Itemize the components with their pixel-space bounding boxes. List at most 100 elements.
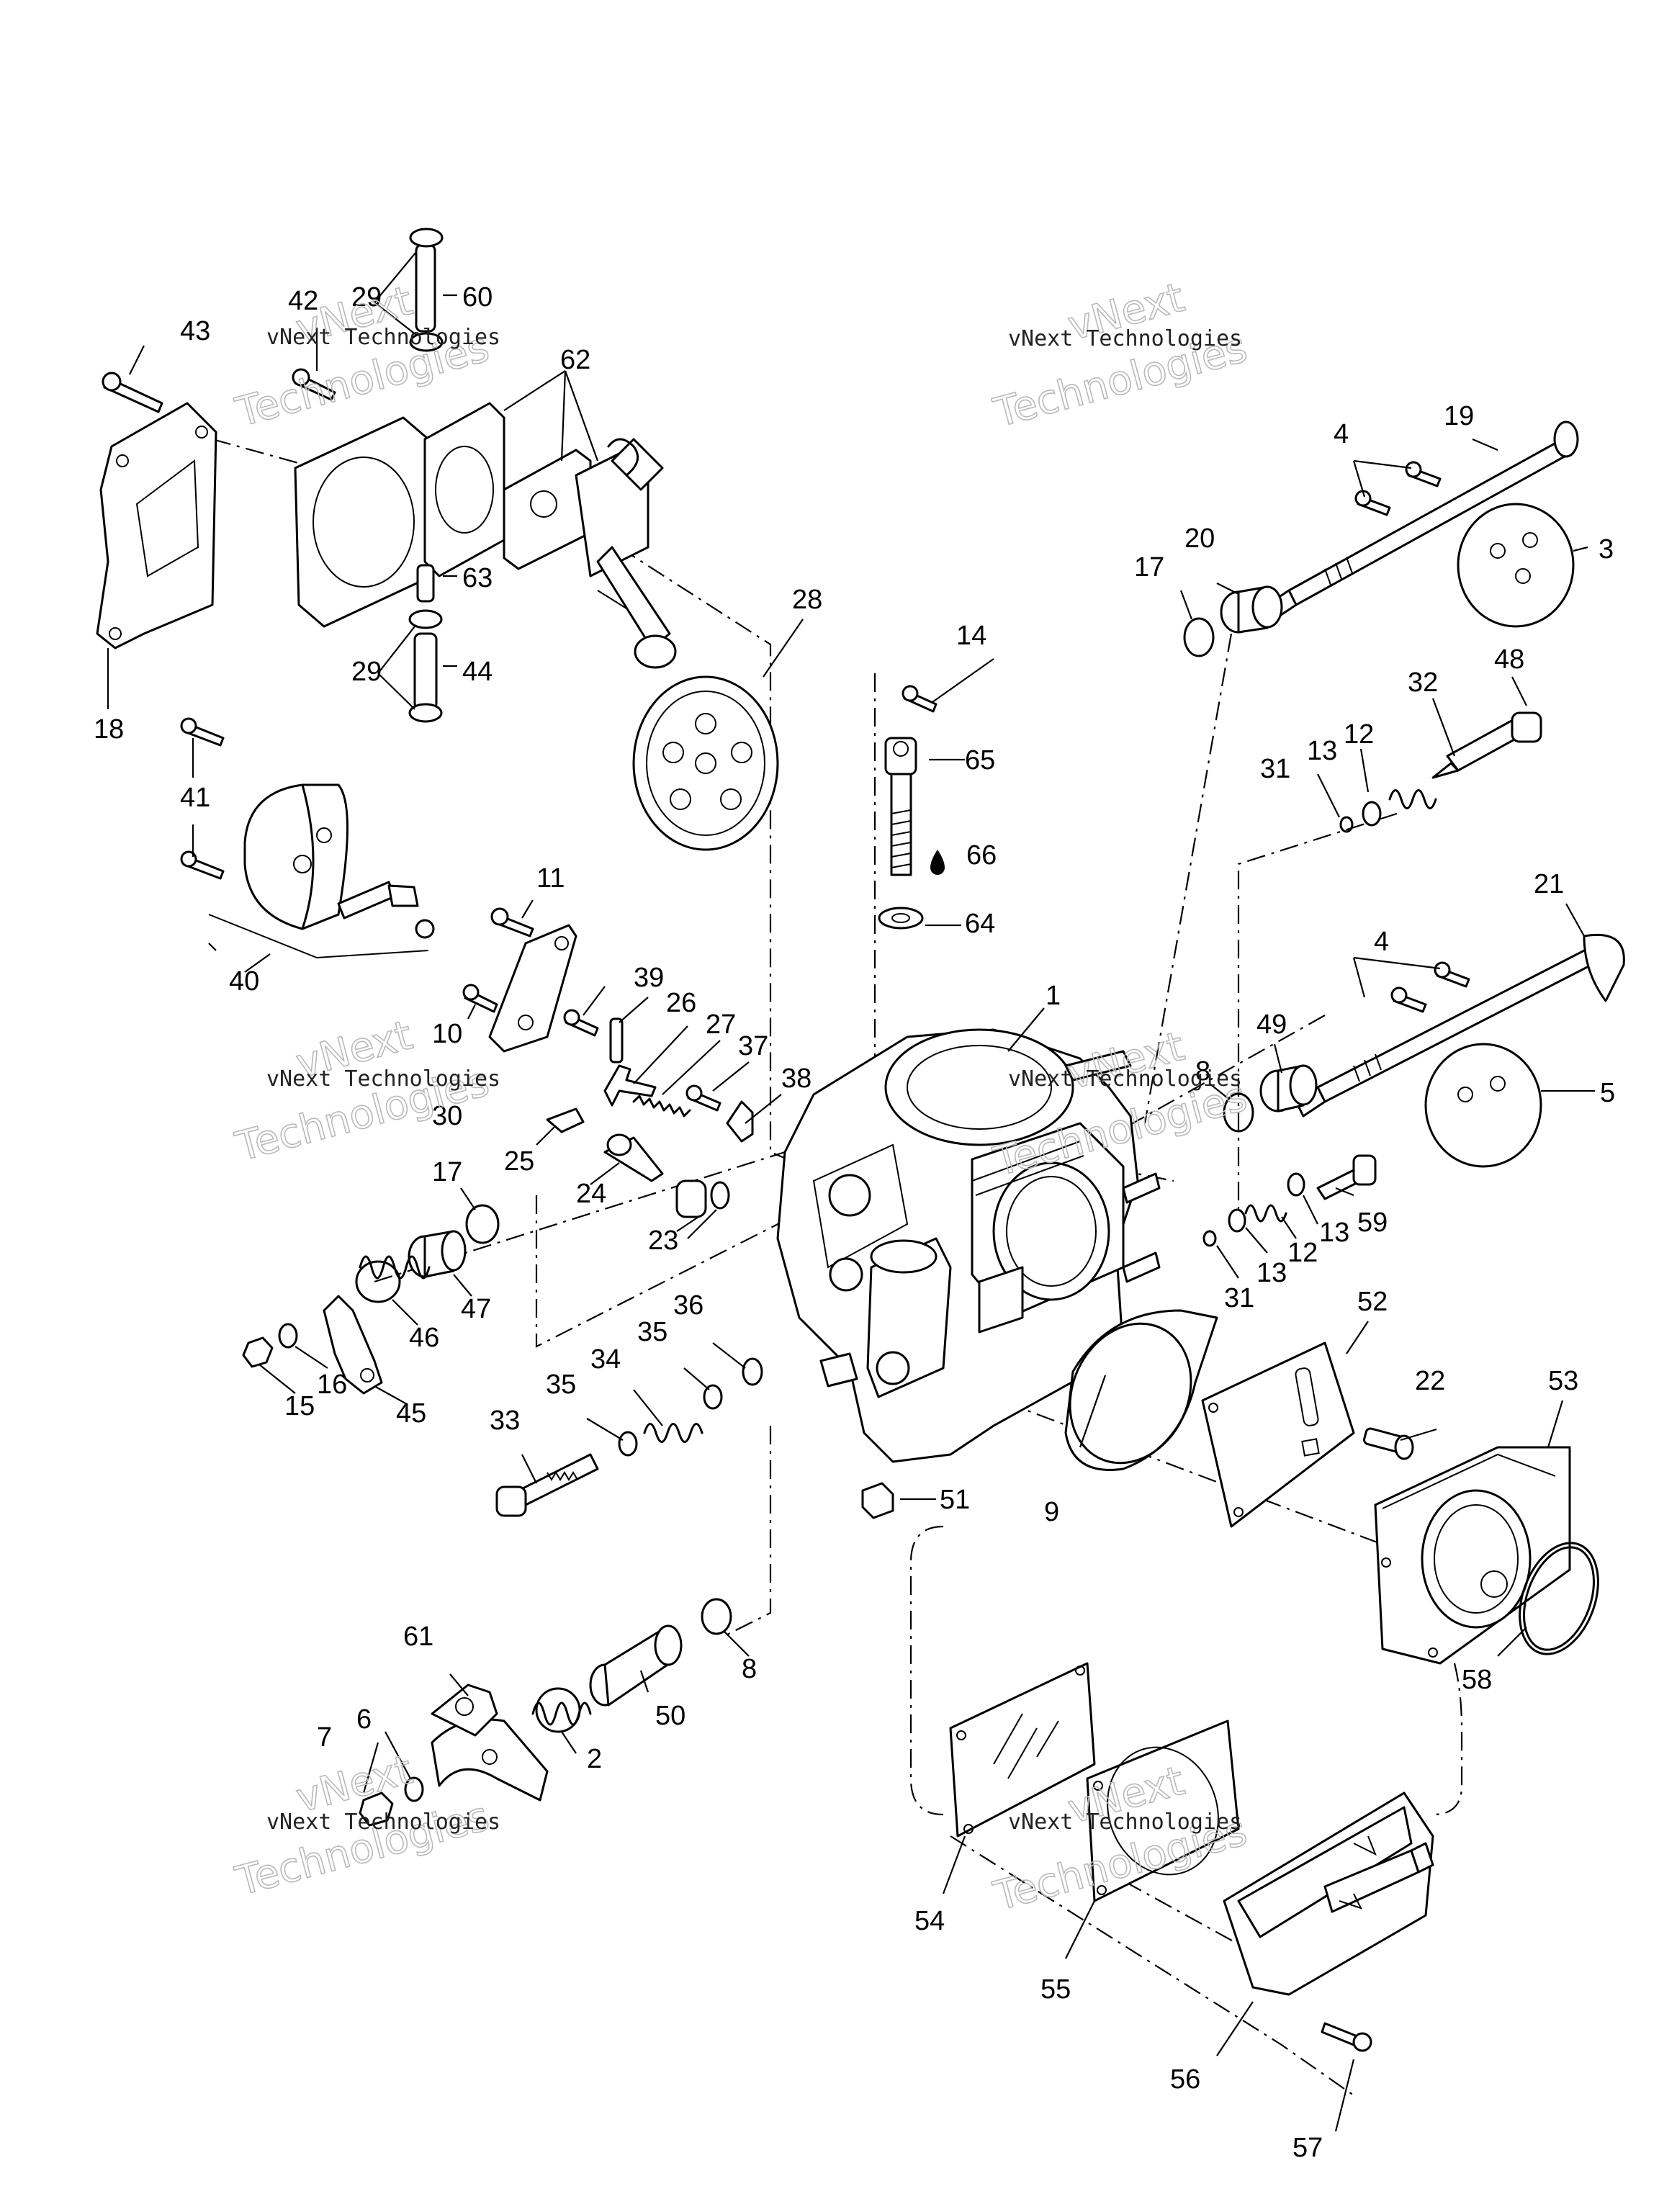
part-58-oring — [1519, 1542, 1599, 1655]
part-30-lever-plate — [488, 924, 577, 1053]
callout-52: 52 — [1357, 1287, 1388, 1317]
callout-49: 49 — [1256, 1010, 1287, 1040]
callout-labels: 1 2 3 4 4 5 6 7 8 8 9 10 11 12 12 13 13 … — [94, 282, 1615, 2163]
part-26-lever — [603, 1064, 657, 1107]
watermark-caption-middle-right: vNext Technologies — [1008, 1066, 1242, 1092]
callout-43: 43 — [180, 316, 210, 346]
callout-35-left: 35 — [546, 1370, 576, 1400]
callout-12-upper: 12 — [1344, 719, 1374, 750]
part-64-washer — [878, 907, 924, 930]
callout-36: 36 — [673, 1290, 703, 1321]
part-57-screw — [1321, 2022, 1372, 2052]
part-37-screw — [685, 1084, 721, 1112]
part-13-washer-upper — [1362, 801, 1382, 827]
part-20-bushing — [1220, 585, 1283, 634]
part-34-spring — [643, 1423, 703, 1443]
callout-21: 21 — [1534, 869, 1564, 899]
part-14-screw — [902, 685, 938, 713]
callout-66: 66 — [966, 840, 997, 871]
part-46-spring — [355, 1255, 431, 1303]
callout-13-upper: 13 — [1307, 736, 1337, 766]
callout-47: 47 — [461, 1294, 491, 1324]
callout-56: 56 — [1170, 2064, 1200, 2095]
callout-46: 46 — [409, 1323, 439, 1353]
callout-8-right: 8 — [1195, 1056, 1210, 1087]
part-33-idle-screw — [495, 1453, 599, 1517]
callout-51: 51 — [940, 1485, 970, 1515]
callout-39: 39 — [634, 963, 664, 993]
callout-53: 53 — [1548, 1366, 1578, 1396]
callout-37: 37 — [738, 1031, 768, 1061]
part-63-nipple — [416, 564, 435, 603]
callout-23: 23 — [648, 1226, 678, 1256]
part-16-washer — [278, 1323, 298, 1349]
callout-20: 20 — [1184, 523, 1215, 554]
part-53-fuel-pump-cover — [1374, 1446, 1571, 1665]
callout-8-lower: 8 — [742, 1654, 757, 1684]
leader-lines — [107, 251, 1595, 2132]
part-42-screw — [292, 368, 336, 401]
part-23-seat — [675, 1179, 730, 1218]
callout-22: 22 — [1415, 1366, 1445, 1396]
callout-25: 25 — [504, 1146, 534, 1177]
part-11-screw — [490, 907, 534, 938]
callout-57: 57 — [1292, 2133, 1323, 2163]
part-4-screw-left — [563, 1009, 599, 1037]
callout-48: 48 — [1494, 644, 1524, 675]
part-21-shaft — [1295, 933, 1625, 1118]
part-65-bolt — [884, 737, 917, 876]
part-29-clamp-lower — [408, 609, 443, 723]
part-41-screws — [180, 717, 225, 880]
callout-50: 50 — [655, 1701, 685, 1731]
part-43-screw — [102, 372, 163, 413]
part-22-screw — [1363, 1427, 1414, 1460]
part-66-thread-locker-icon — [930, 850, 945, 875]
callout-29-lower: 29 — [351, 657, 382, 687]
part-35-washer — [618, 1384, 723, 1457]
callout-1: 1 — [1046, 981, 1061, 1011]
callout-59: 59 — [1357, 1208, 1388, 1238]
part-4-screws-upper — [1354, 461, 1442, 516]
callout-15: 15 — [284, 1391, 315, 1421]
part-28-diaphragm — [632, 675, 779, 851]
part-59-screw — [1316, 1154, 1377, 1200]
callout-30: 30 — [432, 1101, 462, 1131]
part-13-washer-lower — [1228, 1172, 1305, 1233]
part-5-throttle-plate — [1424, 1043, 1542, 1168]
callout-6: 6 — [356, 1704, 372, 1735]
part-52-plate — [1201, 1341, 1355, 1528]
part-4-screws-lower — [1390, 961, 1470, 1013]
callout-19: 19 — [1444, 401, 1474, 431]
callout-44: 44 — [462, 657, 493, 687]
part-12-spring-lower — [1244, 1204, 1287, 1223]
watermark-caption-middle-left: vNext Technologies — [266, 1066, 500, 1092]
callout-13-right: 13 — [1319, 1218, 1349, 1248]
part-9-gasket — [1064, 1309, 1218, 1471]
part-1-carburetor-body — [776, 1028, 1161, 1463]
part-15-nut — [242, 1336, 274, 1368]
callout-65: 65 — [965, 745, 995, 775]
callout-33: 33 — [490, 1406, 520, 1436]
part-61-throttle-lever — [431, 1683, 549, 1802]
part-44-tube — [413, 632, 438, 711]
callout-13-lower: 13 — [1256, 1258, 1287, 1288]
callout-18: 18 — [94, 714, 124, 745]
callout-45: 45 — [396, 1398, 426, 1429]
part-56-pump-base — [1223, 1791, 1434, 1996]
part-2-spring — [531, 1687, 592, 1733]
part-25-bracket — [546, 1107, 585, 1133]
part-62-diaphragm-housing — [294, 402, 677, 669]
part-24-needle-valve — [603, 1133, 664, 1182]
callout-2: 2 — [587, 1744, 602, 1774]
callout-63: 63 — [462, 563, 493, 593]
part-55-gasket — [1086, 1719, 1240, 1902]
callout-32: 32 — [1408, 667, 1438, 698]
callout-60: 60 — [462, 282, 493, 313]
callout-31-upper: 31 — [1260, 754, 1290, 784]
callout-3: 3 — [1599, 534, 1614, 565]
part-54-check-plate — [949, 1662, 1096, 1838]
part-6-washer — [404, 1776, 424, 1802]
part-36-oring — [742, 1357, 763, 1386]
callout-55: 55 — [1040, 1974, 1071, 2005]
